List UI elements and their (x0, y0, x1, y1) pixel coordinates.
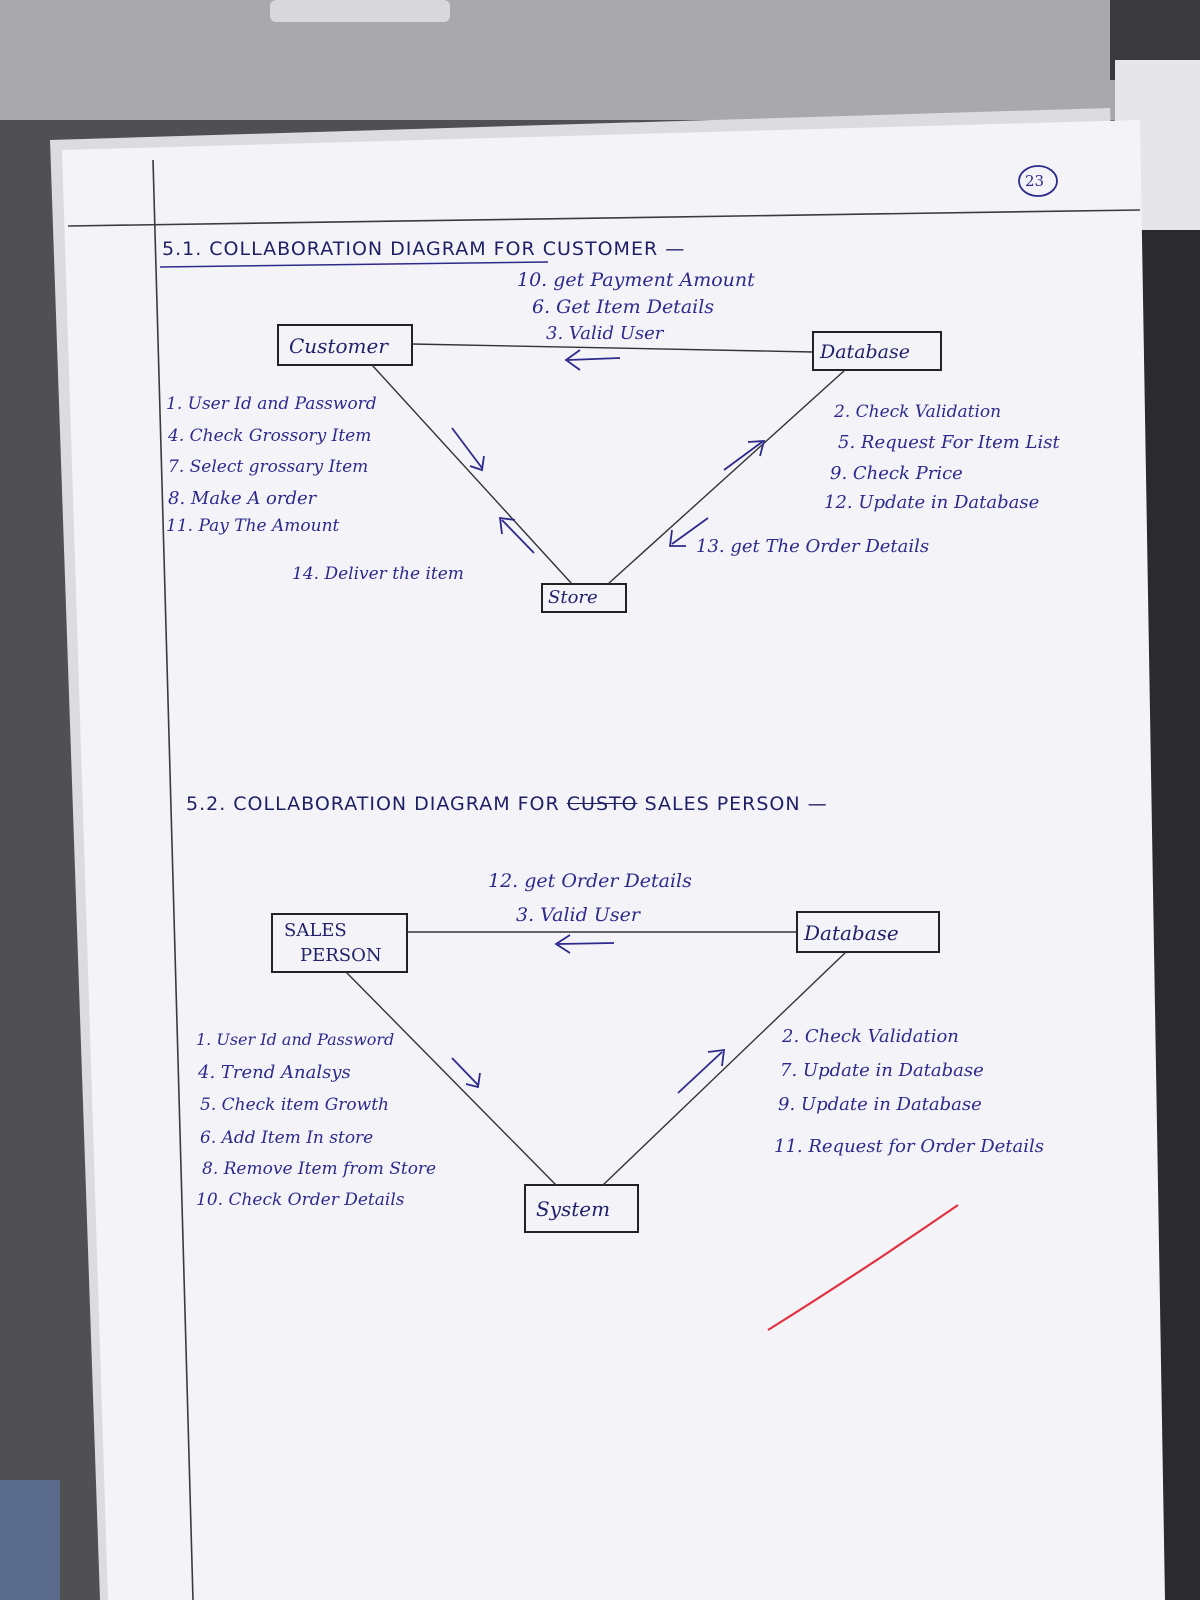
left-margin-line (152, 159, 194, 1600)
d1-top-message-1: 10. get Payment Amount (517, 269, 755, 291)
d2-top-message-1: 12. get Order Details (488, 870, 692, 892)
link-customer-store (371, 364, 573, 585)
d2-right-message-3: 9. Update in Database (778, 1094, 982, 1115)
store-node-label: Store (548, 587, 598, 608)
d2-right-message-2: 7. Update in Database (780, 1060, 984, 1081)
d2-top-message-2: 3. Valid User (516, 904, 640, 926)
page-number-circle (1018, 165, 1058, 197)
top-rule-line (67, 209, 1141, 227)
sales-person-node-label-line2: PERSON (300, 945, 382, 966)
arrow-to-customer-up-icon (498, 516, 535, 554)
arrow-to-customer-icon (564, 349, 621, 371)
store-node-box (541, 583, 627, 613)
d2-left-message-6: 10. Check Order Details (196, 1190, 405, 1210)
diagram2-title: 5.2. COLLABORATION DIAGRAM FOR CUSTO SAL… (186, 795, 828, 814)
database-node-box-1 (812, 331, 942, 371)
arrow-to-salesperson-icon (554, 934, 615, 954)
arrow-to-database-2-icon (677, 1048, 726, 1094)
diagram2-title-prefix: 5.2. COLLABORATION DIAGRAM FOR (186, 793, 560, 815)
d1-left-message-1: 1. User Id and Password (166, 394, 377, 414)
d1-right-message-3: 9. Check Price (830, 463, 963, 484)
d2-left-message-4: 6. Add Item In store (200, 1128, 374, 1148)
link-customer-database (411, 343, 814, 353)
system-node-label: System (536, 1197, 611, 1221)
database-node-label-1: Database (820, 341, 911, 363)
title1-underline (159, 261, 549, 268)
d2-right-message-4: 11. Request for Order Details (774, 1136, 1044, 1157)
d1-left-message-5: 11. Pay The Amount (166, 516, 340, 536)
d1-right-message-4: 12. Update in Database (824, 492, 1040, 513)
d1-right-message-1: 2. Check Validation (834, 402, 1002, 422)
diagram2-title-suffix: SALES PERSON — (644, 793, 828, 815)
d1-left-message-2: 4. Check Grossory Item (168, 426, 372, 446)
arrow-to-database-icon (723, 440, 766, 471)
arrow-to-store-from-db-icon (668, 517, 709, 547)
sales-person-node-label-line1: SALES (284, 920, 347, 941)
d1-top-message-3: 3. Valid User (546, 323, 664, 344)
d1-top-message-2: 6. Get Item Details (532, 296, 715, 318)
arrow-to-system-icon (451, 1057, 481, 1089)
d1-left-message-4: 8. Make A order (168, 488, 317, 509)
red-pen-stroke (767, 1204, 959, 1331)
database-node-label-2: Database (804, 921, 899, 945)
link-database-system (602, 951, 847, 1186)
system-node-box (524, 1184, 639, 1233)
d2-left-message-1: 1. User Id and Password (196, 1030, 395, 1049)
d2-right-message-1: 2. Check Validation (782, 1026, 959, 1047)
customer-node-label: Customer (289, 334, 388, 358)
d2-left-message-5: 8. Remove Item from Store (202, 1159, 437, 1179)
page-number: 23 (1025, 172, 1045, 190)
diagram1-title: 5.1. COLLABORATION DIAGRAM FOR CUSTOMER … (162, 238, 686, 260)
d2-left-message-3: 5. Check item Growth (200, 1095, 389, 1115)
d1-left-message-3: 7. Select grossary Item (168, 457, 369, 477)
link-database-store (607, 369, 846, 585)
link-salesperson-system (345, 971, 557, 1186)
sales-person-node-box (271, 913, 408, 973)
diagram2-title-struck: CUSTO (566, 793, 638, 815)
customer-node-box (277, 324, 413, 366)
d1-bottom-left-message: 14. Deliver the item (292, 564, 464, 584)
d1-right-message-2: 5. Request For Item List (838, 432, 1060, 453)
d1-bottom-right-message: 13. get The Order Details (696, 536, 930, 557)
arrow-to-store-icon (451, 427, 485, 472)
d2-left-message-2: 4. Trend Analsys (198, 1062, 351, 1083)
